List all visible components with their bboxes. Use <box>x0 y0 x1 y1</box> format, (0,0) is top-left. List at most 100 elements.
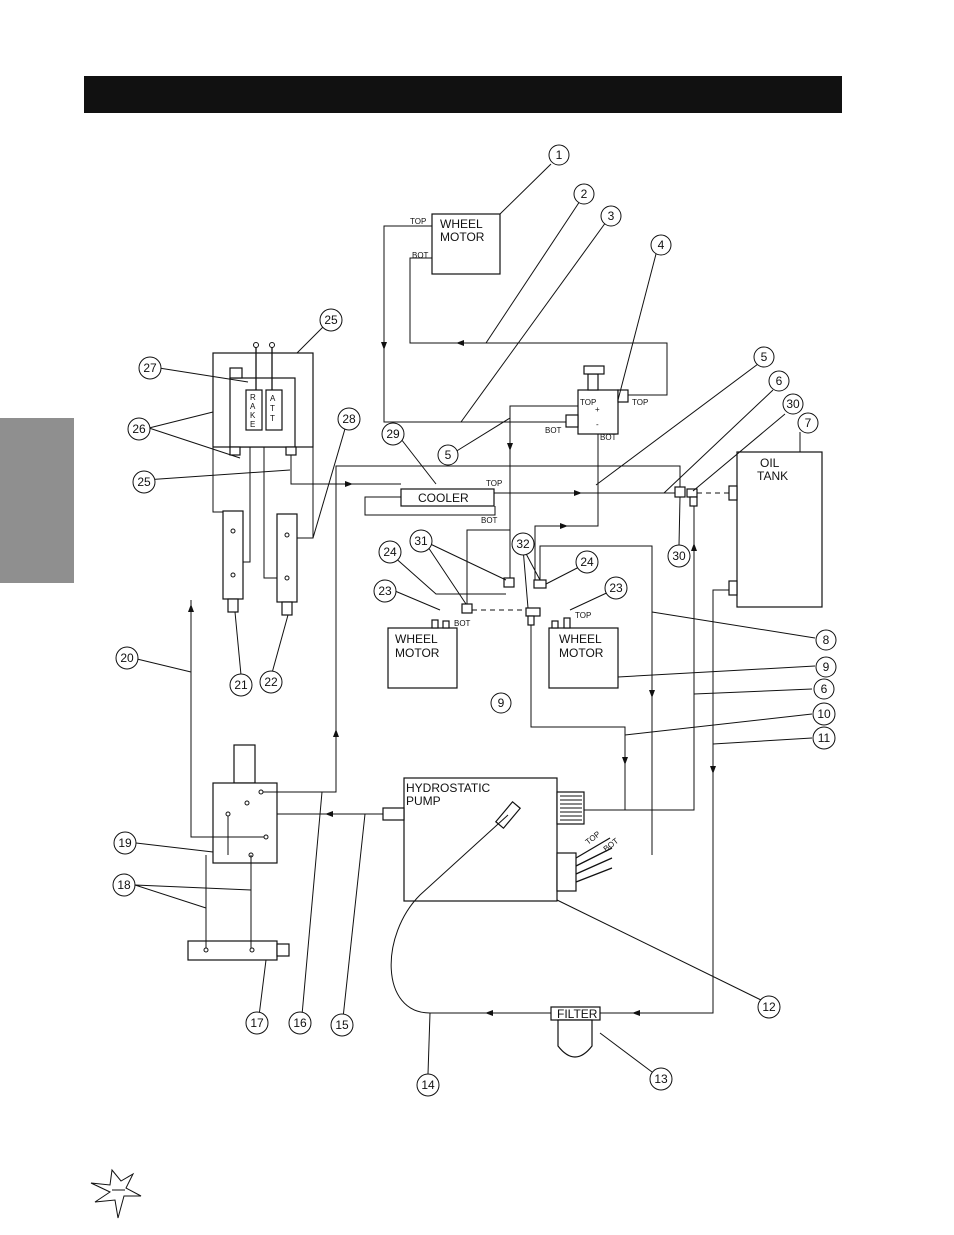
svg-text:BOT: BOT <box>545 426 562 435</box>
svg-text:28: 28 <box>342 412 356 426</box>
svg-text:30: 30 <box>786 397 800 411</box>
svg-text:25: 25 <box>137 475 151 489</box>
callout-25b: 25 <box>132 470 156 494</box>
svg-text:17: 17 <box>250 1016 264 1030</box>
callout-12: 12 <box>757 995 781 1019</box>
svg-text:23: 23 <box>609 581 623 595</box>
cylinder-17 <box>187 940 290 961</box>
callout-23a: 23 <box>373 579 397 603</box>
callout-14: 14 <box>416 1073 440 1097</box>
svg-text:MOTOR: MOTOR <box>440 230 485 244</box>
svg-text:K: K <box>250 411 256 420</box>
cylinder-22 <box>276 513 298 616</box>
callout-2: 2 <box>573 183 595 205</box>
callout-13: 13 <box>649 1067 673 1091</box>
wheel-motor-top: WHEEL MOTOR TOP BOT <box>410 213 501 275</box>
svg-text:TOP: TOP <box>580 398 596 407</box>
svg-text:WHEEL: WHEEL <box>395 632 438 646</box>
svg-text:-: - <box>596 420 599 429</box>
callout-22: 22 <box>259 670 283 694</box>
svg-text:22: 22 <box>264 675 278 689</box>
callout-7: 7 <box>797 412 819 434</box>
oil-tank: OIL TANK <box>728 451 823 608</box>
control-valve-19 <box>212 744 278 864</box>
header-bar <box>84 76 842 113</box>
hydrostatic-pump: HYDROSTATIC PUMP TOP BOT <box>382 777 620 902</box>
star-burst-logo-icon <box>90 1168 142 1219</box>
svg-text:BOT: BOT <box>412 251 429 260</box>
callout-11: 11 <box>812 726 836 750</box>
callout-31: 31 <box>409 529 433 553</box>
callout-29: 29 <box>381 422 405 446</box>
svg-text:OIL: OIL <box>760 456 780 470</box>
callout-19: 19 <box>113 831 137 855</box>
svg-text:3: 3 <box>608 209 615 223</box>
svg-text:E: E <box>250 420 255 429</box>
callout-10: 10 <box>812 702 836 726</box>
callout-9b: 9 <box>490 692 512 714</box>
tee-fittings-31-32 <box>461 577 547 626</box>
svg-text:9: 9 <box>498 696 505 710</box>
svg-text:TOP: TOP <box>632 398 648 407</box>
svg-text:WHEEL: WHEEL <box>559 632 602 646</box>
svg-text:10: 10 <box>817 707 831 721</box>
svg-text:32: 32 <box>516 537 530 551</box>
svg-text:T: T <box>270 414 275 423</box>
svg-text:14: 14 <box>421 1078 435 1092</box>
callout-20: 20 <box>115 646 139 670</box>
svg-text:T: T <box>270 404 275 413</box>
svg-text:TOP: TOP <box>486 479 502 488</box>
svg-text:BOT: BOT <box>481 516 498 525</box>
svg-text:27: 27 <box>143 361 157 375</box>
svg-text:24: 24 <box>580 555 594 569</box>
svg-text:BOT: BOT <box>600 433 617 442</box>
svg-text:8: 8 <box>823 633 830 647</box>
callout-16: 16 <box>288 1011 312 1035</box>
callout-26: 26 <box>127 417 151 441</box>
svg-text:26: 26 <box>132 422 146 436</box>
cooler: COOLER TOP BOT <box>400 479 502 525</box>
svg-text:+: + <box>595 405 600 414</box>
svg-text:20: 20 <box>120 651 134 665</box>
svg-text:A: A <box>270 394 276 403</box>
svg-text:4: 4 <box>658 238 665 252</box>
svg-text:23: 23 <box>378 584 392 598</box>
callout-18: 18 <box>112 873 136 897</box>
svg-text:COOLER: COOLER <box>418 491 469 505</box>
callout-5a: 5 <box>753 346 775 368</box>
svg-text:MOTOR: MOTOR <box>559 646 604 660</box>
callout-24a: 24 <box>378 540 402 564</box>
svg-text:19: 19 <box>118 836 132 850</box>
callout-3: 3 <box>600 205 622 227</box>
svg-text:FILTER: FILTER <box>557 1007 598 1021</box>
callout-17: 17 <box>245 1011 269 1035</box>
svg-text:HYDROSTATIC: HYDROSTATIC <box>406 781 491 795</box>
svg-text:30: 30 <box>672 549 686 563</box>
callout-24b: 24 <box>575 550 599 574</box>
svg-text:31: 31 <box>414 534 428 548</box>
svg-text:A: A <box>250 402 256 411</box>
svg-text:TOP: TOP <box>410 217 426 226</box>
callout-27: 27 <box>138 356 162 380</box>
svg-text:R: R <box>250 393 256 402</box>
callout-5b: 5 <box>437 444 459 466</box>
svg-text:BOT: BOT <box>454 619 471 628</box>
side-tab <box>0 418 74 583</box>
svg-text:6: 6 <box>821 682 828 696</box>
callout-25a: 25 <box>319 308 343 332</box>
callout-6b: 6 <box>813 678 835 700</box>
rake-att-valve: R A K E A T T <box>212 342 314 456</box>
callout-23b: 23 <box>604 576 628 600</box>
svg-text:TOP: TOP <box>575 611 591 620</box>
svg-text:5: 5 <box>761 350 768 364</box>
callout-21: 21 <box>229 673 253 697</box>
callout-28: 28 <box>337 407 361 431</box>
svg-text:21: 21 <box>234 678 248 692</box>
svg-text:16: 16 <box>293 1016 307 1030</box>
svg-text:12: 12 <box>762 1000 776 1014</box>
valve: TOP TOP BOT BOT + - <box>545 365 648 442</box>
svg-text:WHEEL: WHEEL <box>440 217 483 231</box>
callout-1: 1 <box>548 144 570 166</box>
callout-4: 4 <box>650 234 672 256</box>
